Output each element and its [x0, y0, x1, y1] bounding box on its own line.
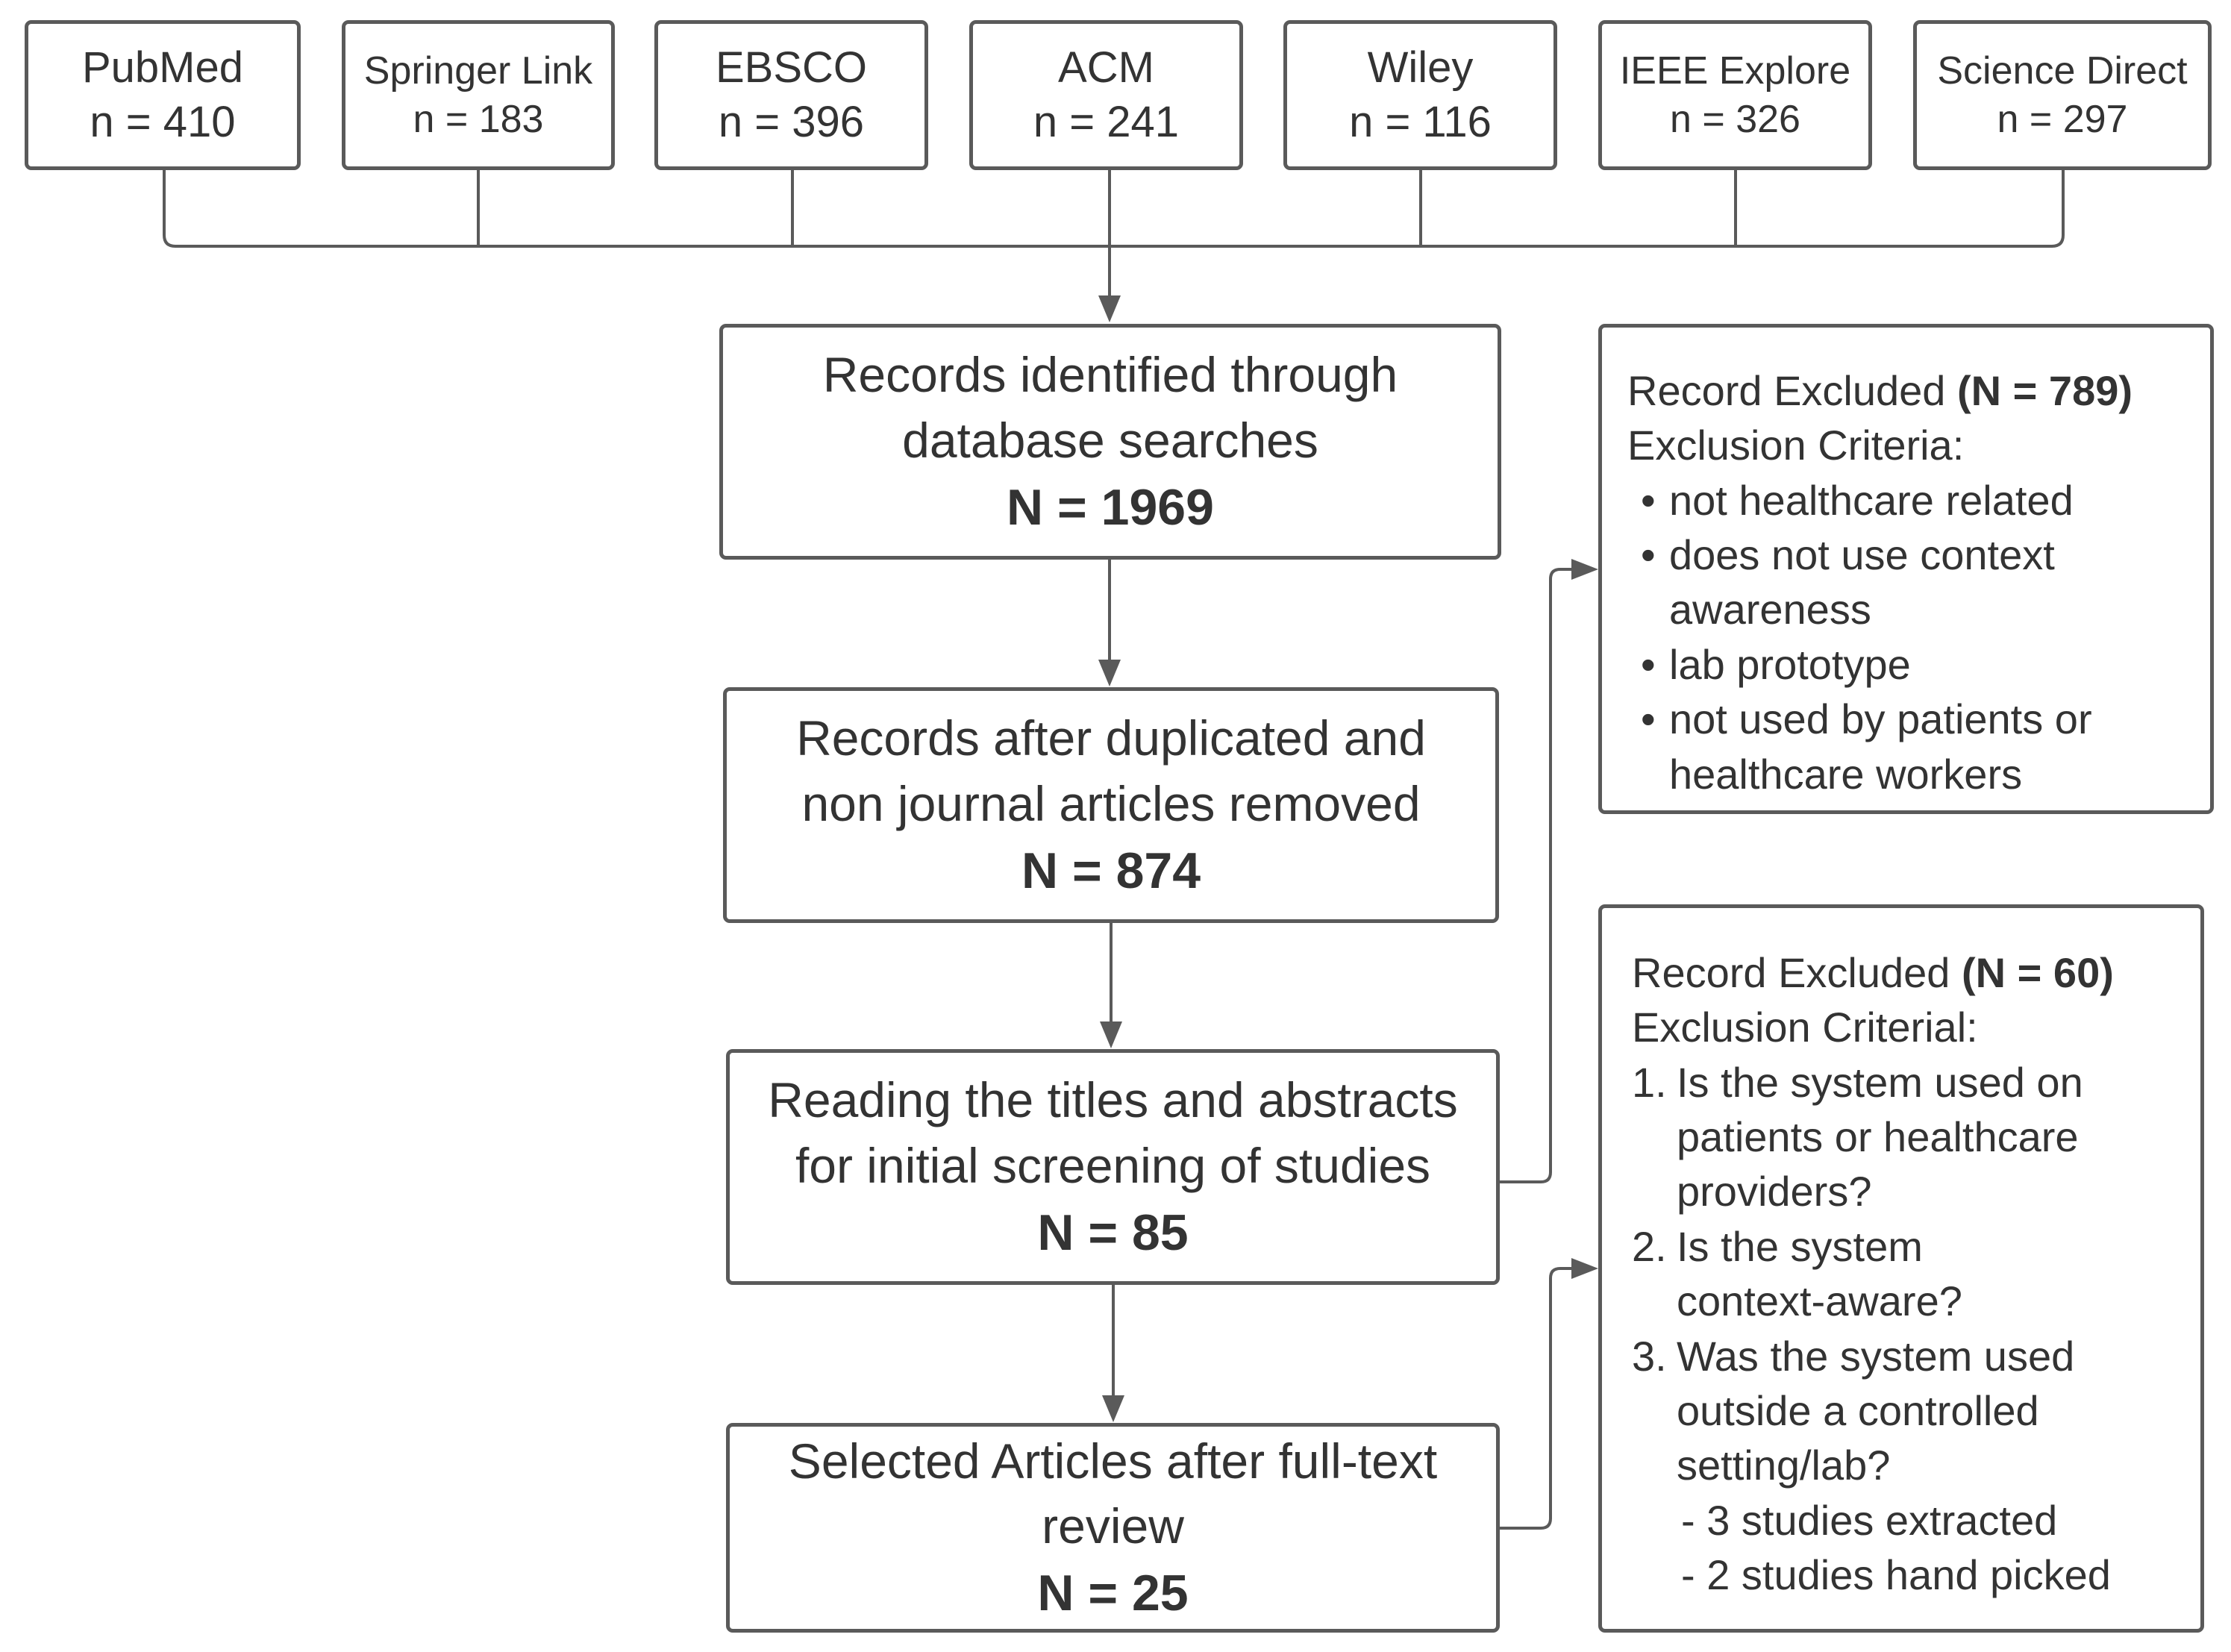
exclusion-box-2: Record Excluded (N = 60) Exclusion Crite…	[1598, 904, 2204, 1633]
source-name: Science Direct	[1937, 49, 2188, 93]
step-text-line1: Reading the titles and abstracts	[768, 1072, 1458, 1128]
arrow-shaft-step1-to-step2	[1108, 560, 1111, 660]
exclusion-count: (N = 789)	[1957, 367, 2133, 414]
question-text: Is the system context-aware?	[1677, 1222, 1962, 1325]
source-count: n = 241	[1033, 97, 1180, 146]
question-marker: 3.	[1632, 1332, 1667, 1380]
step-text-line2: review	[1042, 1498, 1184, 1554]
step-text-line1: Records identified through	[822, 347, 1398, 403]
arrow-head-to-exclusion2	[1571, 1258, 1598, 1279]
source-name: ACM	[1058, 43, 1154, 92]
exclusion-question: 3. Was the system used outside a control…	[1632, 1329, 2178, 1493]
exclusion-box-1: Record Excluded (N = 789) Exclusion Crit…	[1598, 324, 2214, 814]
connector-step3-to-exclusion1	[1500, 568, 1573, 1183]
exclusion-title: Record Excluded	[1632, 949, 1950, 996]
source-name: Springer Link	[363, 49, 593, 93]
source-name: PubMed	[81, 43, 244, 92]
connector-step4-to-exclusion2	[1500, 1267, 1573, 1530]
step-text-line2: non journal articles removed	[801, 775, 1421, 831]
arrow-shaft-bus-to-step1	[1108, 170, 1111, 295]
exclusion-question: 2. Is the system context-aware?	[1632, 1219, 2178, 1329]
source-name: Wiley	[1367, 43, 1474, 92]
step-text-line2: for initial screening of studies	[795, 1137, 1431, 1193]
step-text-line2: database searches	[902, 412, 1318, 468]
exclusion-criterion: not healthcare related	[1641, 473, 2188, 528]
exclusion-subtitle: Exclusion Criteria:	[1627, 422, 1965, 469]
exclusion-title-line: Record Excluded (N = 60)	[1632, 945, 2178, 1000]
extraction-note: - 3 studies extracted	[1681, 1496, 2058, 1544]
step-records-identified: Records identified through database sear…	[719, 324, 1501, 560]
step-count: N = 1969	[1007, 478, 1214, 536]
exclusion-criterion: lab prototype	[1641, 637, 2188, 692]
step-text-line1: Selected Articles after full-text	[788, 1433, 1438, 1489]
question-marker: 2.	[1632, 1222, 1667, 1270]
exclusion-title: Record Excluded	[1627, 367, 1946, 414]
source-count: n = 410	[90, 97, 236, 146]
source-box-science-direct: Science Direct n = 297	[1913, 20, 2212, 170]
arrow-head-step2-to-step3	[1100, 1021, 1122, 1048]
question-text: Was the system used outside a controlled…	[1677, 1332, 2075, 1489]
source-count: n = 396	[718, 97, 865, 146]
source-box-pubmed: PubMed n = 410	[25, 20, 301, 170]
source-count: n = 183	[413, 97, 544, 141]
step-duplicates-removed: Records after duplicated and non journal…	[723, 687, 1499, 923]
step-count: N = 25	[1037, 1565, 1189, 1622]
extraction-note: - 2 studies hand picked	[1681, 1551, 2111, 1598]
arrow-head-to-exclusion1	[1571, 559, 1598, 580]
exclusion-criteria-list: not healthcare related does not use cont…	[1627, 473, 2188, 801]
source-name: IEEE Explore	[1619, 49, 1851, 93]
extraction-notes: - 3 studies extracted - 2 studies hand p…	[1632, 1493, 2178, 1603]
step-text-line1: Records after duplicated and	[796, 710, 1426, 766]
exclusion-title-line: Record Excluded (N = 789)	[1627, 363, 2188, 418]
source-count: n = 116	[1349, 97, 1492, 146]
exclusion-criterion: does not use context awareness	[1641, 528, 2188, 637]
source-bus-connector	[163, 170, 2065, 248]
step-count: N = 874	[1021, 842, 1201, 899]
source-box-wiley: Wiley n = 116	[1283, 20, 1557, 170]
exclusion-subtitle: Exclusion Criterial:	[1632, 1004, 1978, 1051]
source-box-ieee-explore: IEEE Explore n = 326	[1598, 20, 1872, 170]
exclusion-criterion: not used by patients or healthcare worke…	[1641, 692, 2188, 801]
step-selected-articles: Selected Articles after full-text review…	[726, 1423, 1500, 1633]
arrow-shaft-step2-to-step3	[1110, 923, 1113, 1021]
arrow-head-step3-to-step4	[1102, 1395, 1124, 1422]
source-count: n = 326	[1670, 97, 1800, 141]
arrow-head-step1-to-step2	[1098, 660, 1121, 686]
question-marker: 1.	[1632, 1058, 1667, 1106]
source-box-ebsco: EBSCO n = 396	[654, 20, 928, 170]
source-box-springer-link: Springer Link n = 183	[342, 20, 615, 170]
source-box-acm: ACM n = 241	[969, 20, 1243, 170]
arrow-head-bus-to-step1	[1098, 295, 1121, 322]
source-count: n = 297	[1997, 97, 2128, 141]
source-name: EBSCO	[715, 43, 868, 92]
exclusion-count: (N = 60)	[1962, 949, 2114, 996]
step-count: N = 85	[1037, 1204, 1189, 1261]
step-initial-screening: Reading the titles and abstracts for ini…	[726, 1049, 1500, 1285]
exclusion-questions-list: 1. Is the system used on patients or hea…	[1632, 1055, 2178, 1493]
exclusion-question: 1. Is the system used on patients or hea…	[1632, 1055, 2178, 1219]
question-text: Is the system used on patients or health…	[1677, 1058, 2083, 1215]
arrow-shaft-step3-to-step4	[1112, 1285, 1115, 1395]
